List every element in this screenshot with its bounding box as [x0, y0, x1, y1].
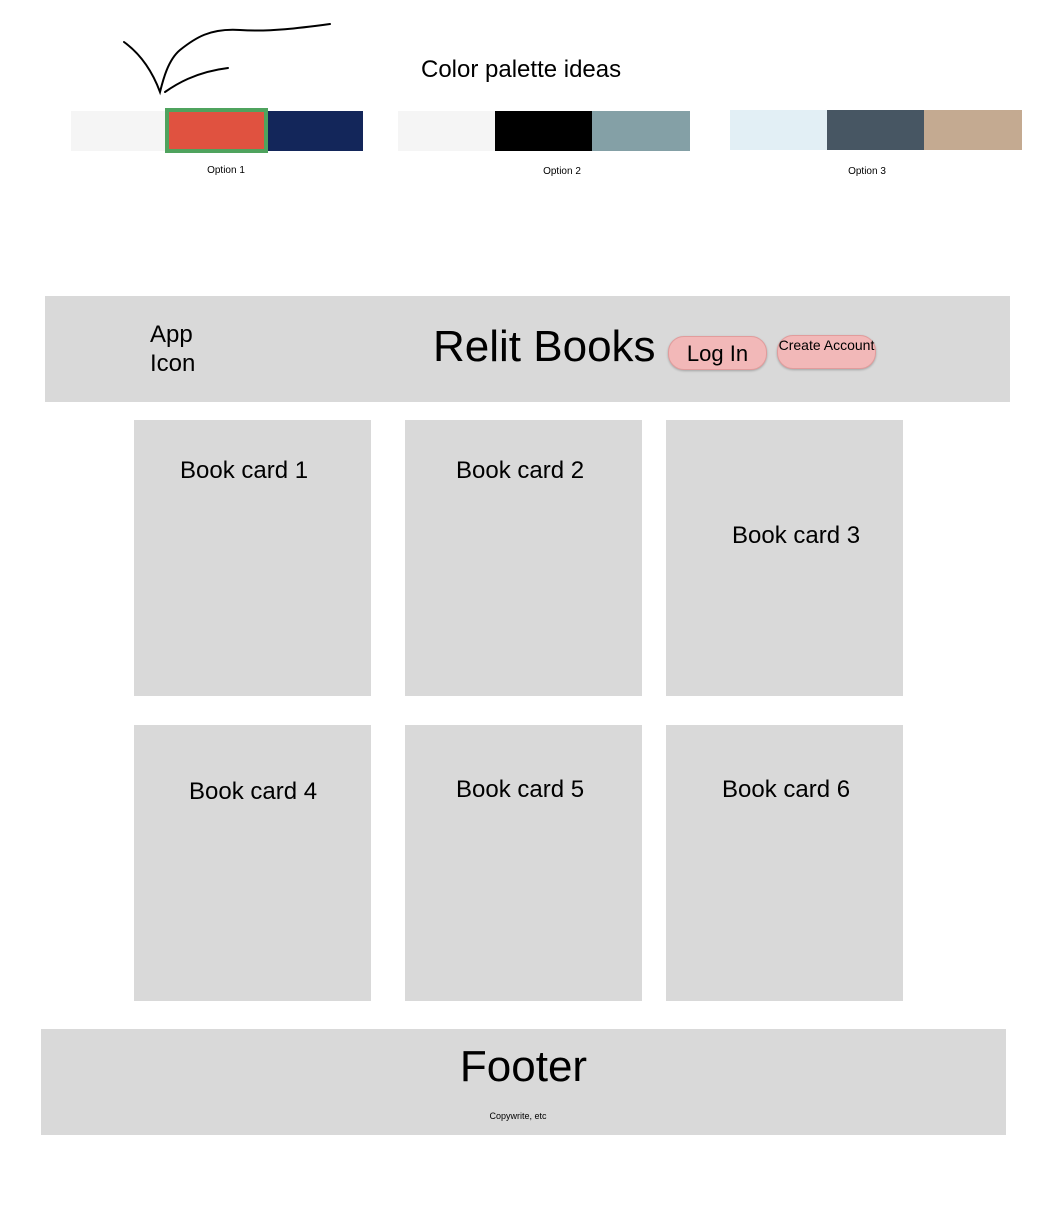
swatch-2-3 — [592, 111, 690, 151]
swatch-3-1 — [730, 110, 827, 150]
book-card[interactable] — [134, 420, 371, 696]
app-icon-placeholder[interactable]: App Icon — [150, 321, 196, 377]
book-card-label: Book card 2 — [456, 457, 585, 484]
swatch-1-3 — [265, 111, 363, 151]
site-footer — [41, 1029, 1006, 1135]
palette-option-label: Option 1 — [207, 165, 245, 176]
swatch-2-1 — [398, 111, 495, 151]
footer-copyright: Copywrite, etc — [489, 1111, 547, 1121]
book-card[interactable] — [666, 725, 903, 1001]
swatch-3-3 — [924, 110, 1022, 150]
swatch-1-1 — [71, 111, 168, 151]
book-card[interactable] — [134, 725, 371, 1001]
swatch-3-2 — [827, 110, 924, 150]
palette-heading: Color palette ideas — [421, 56, 622, 83]
selection-highlight — [165, 108, 268, 153]
swatch-1-2 — [168, 111, 265, 151]
create-account-button[interactable]: Create Account — [777, 335, 876, 369]
book-card-label: Book card 3 — [732, 522, 861, 549]
book-card-label: Book card 5 — [456, 776, 585, 803]
book-card-label: Book card 1 — [180, 457, 309, 484]
footer-title: Footer — [459, 1042, 588, 1091]
palette-option-label: Option 2 — [543, 166, 581, 177]
handwritten-checkmark-annotation — [123, 23, 331, 96]
book-card[interactable] — [666, 420, 903, 696]
book-card[interactable] — [405, 725, 642, 1001]
login-button[interactable]: Log In — [668, 336, 767, 370]
book-card[interactable] — [405, 420, 642, 696]
book-card-label: Book card 4 — [189, 778, 318, 805]
site-title: Relit Books — [433, 322, 656, 371]
swatch-2-2 — [495, 111, 592, 151]
palette-option-label: Option 3 — [848, 166, 886, 177]
book-card-label: Book card 6 — [722, 776, 851, 803]
